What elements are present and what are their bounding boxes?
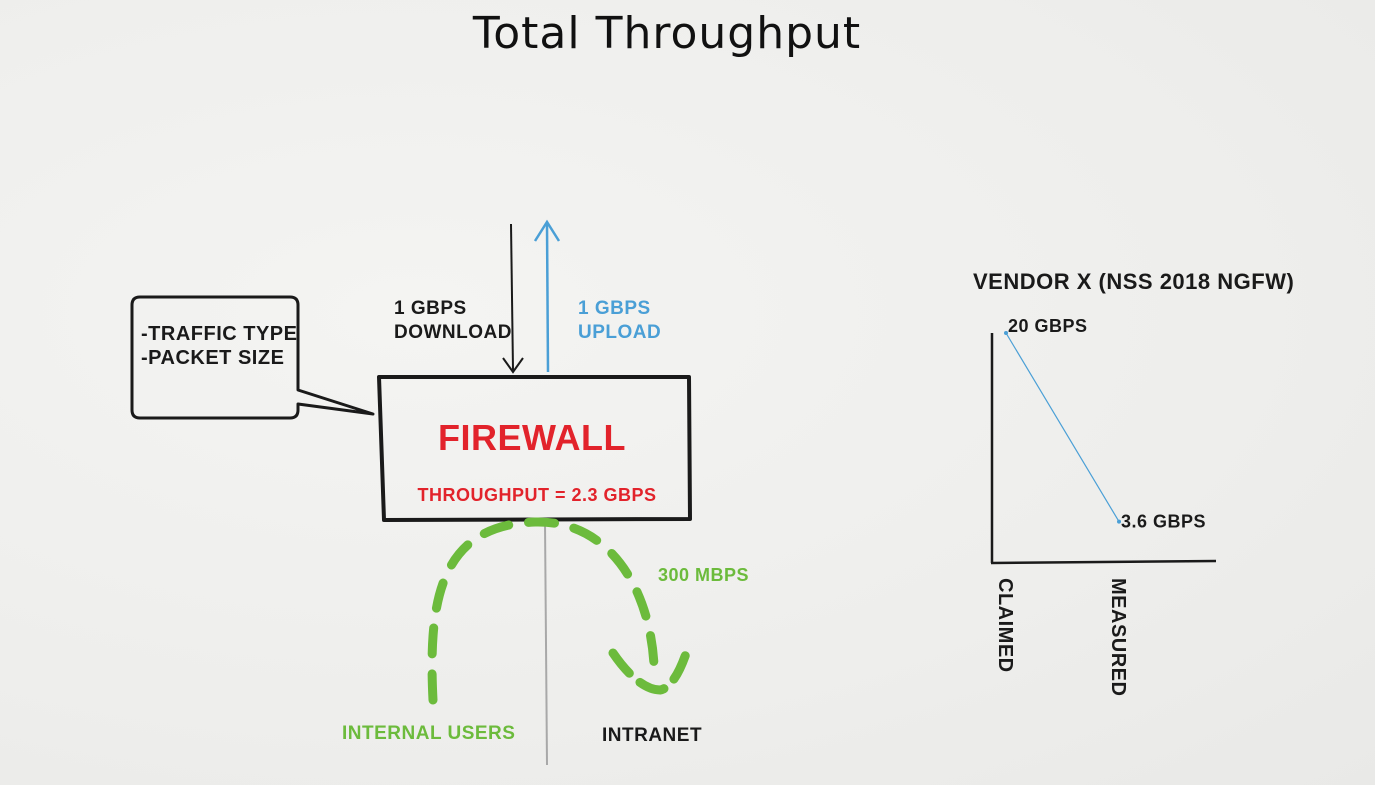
- internal-traffic-speed: 300 MBPS: [658, 565, 749, 585]
- vendor-chart: VENDOR X (NSS 2018 NGFW) 20 GBPS 3.6 GBP…: [973, 269, 1294, 696]
- page-title: Total Throughput: [472, 8, 861, 59]
- upload-speed: 1 GBPS: [578, 298, 651, 319]
- chart-data-label-claimed: 20 GBPS: [1008, 316, 1088, 336]
- intranet-label: INTRANET: [602, 725, 702, 746]
- chart-x-axis: [990, 559, 1217, 565]
- firewall-throughput: THROUGHPUT = 2.3 GBPS: [417, 485, 656, 505]
- download-label: DOWNLOAD: [394, 322, 512, 343]
- internal-users-label: INTERNAL USERS: [342, 723, 515, 744]
- upload-arrow: [545, 223, 550, 373]
- chart-series-line: [1005, 332, 1120, 522]
- chart-title: VENDOR X (NSS 2018 NGFW): [973, 269, 1294, 294]
- chart-tick-measured: MEASURED: [1107, 578, 1129, 696]
- download-speed: 1 GBPS: [394, 298, 467, 319]
- divider-line: [544, 521, 548, 766]
- chart-data-label-measured: 3.6 GBPS: [1121, 512, 1206, 532]
- chart-tick-claimed: CLAIMED: [994, 578, 1016, 673]
- upload-arrowhead: [533, 219, 561, 242]
- upload-label: UPLOAD: [578, 322, 661, 343]
- download-arrowhead: [502, 357, 524, 374]
- callout-bubble: [130, 295, 375, 420]
- chart-point-claimed: [1004, 331, 1008, 335]
- firewall-box: [377, 375, 692, 522]
- internal-traffic-arrow: [427, 517, 659, 705]
- chart-point-measured: [1117, 519, 1121, 524]
- internal-traffic-arrowhead: [608, 639, 694, 695]
- callout-packet-size: -PACKET SIZE: [141, 347, 284, 369]
- download-arrow: [510, 223, 514, 371]
- callout-traffic-type: -TRAFFIC TYPE: [141, 323, 298, 345]
- firewall-title: FIREWALL: [438, 417, 626, 458]
